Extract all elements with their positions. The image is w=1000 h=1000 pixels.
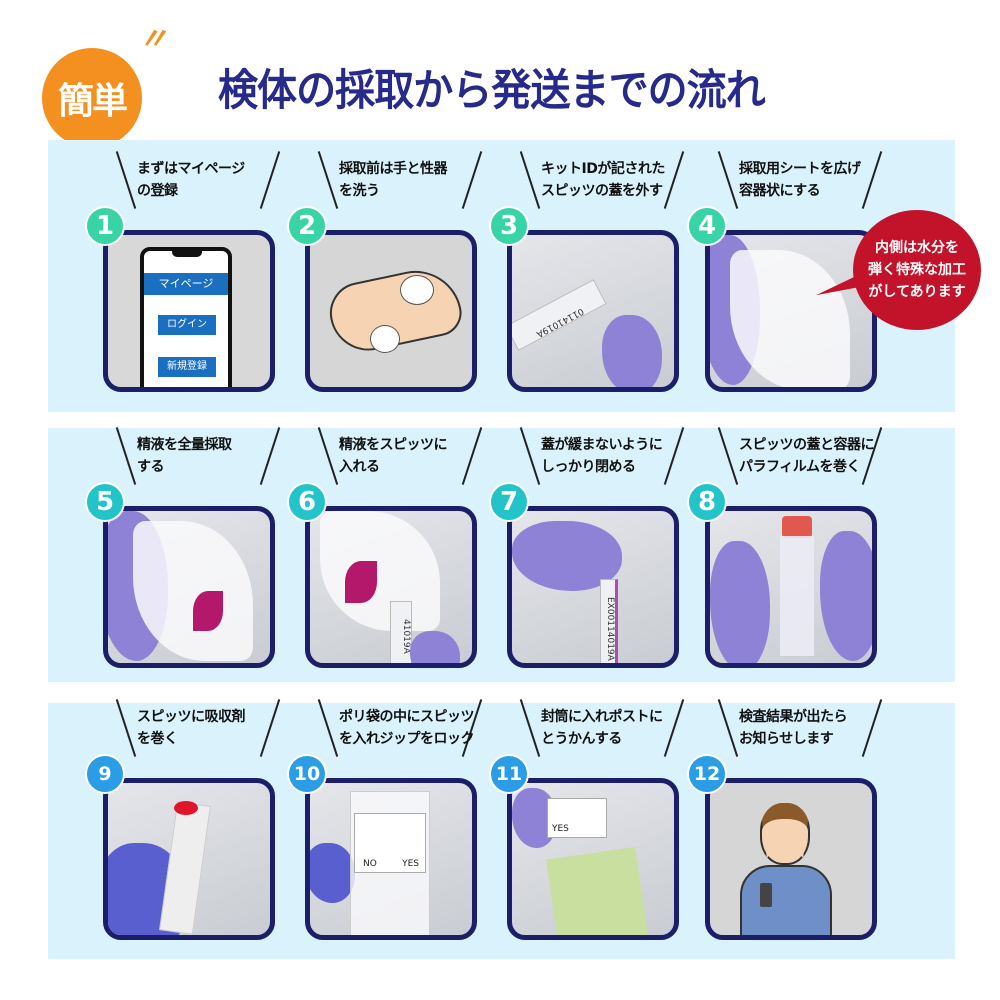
step-image [103,506,275,668]
step-caption: 封筒に入れポストにとうかんする [541,709,663,747]
login-button: ログイン [158,315,216,335]
step-caption: 精液をスピッツに入れる [339,437,448,475]
step-number: 9 [85,754,125,794]
step-caption: 採取前は手と性器を洗う [339,161,448,199]
step-image: マイページ ログイン 新規登録 [103,230,275,392]
step-caption: 精液を全量採取する [137,437,232,475]
steps-row-3: スピッツに吸収剤を巻く 9 ポリ袋の中にスピッツを入れジップをロック 10 NO… [48,699,955,959]
step-number: 7 [489,482,529,522]
header-badge: 簡単 [42,48,142,148]
step-number: 8 [687,482,727,522]
accent-ticks-icon: 〃 [138,22,168,57]
step-9: スピッツに吸収剤を巻く 9 [85,688,303,948]
step-caption: 採取用シートを広げ容器状にする [739,161,861,199]
step-number: 5 [85,482,125,522]
steps-row-1: まずはマイページの登録 1 マイページ ログイン 新規登録 採取前は手と性器を洗… [48,140,981,412]
step-number: 1 [85,206,125,246]
step-image [705,506,877,668]
step-number: 11 [489,754,529,794]
step-image: YES [507,778,679,940]
step-12: 検査結果が出たらお知らせします 12 [687,688,905,948]
step-caption: キットIDが記されたスピッツの蓋を外す [541,161,665,199]
step-image: 41019A [305,506,477,668]
step-image [103,778,275,940]
steps-row-2: 精液を全量採取する 5 精液をスピッツに入れる 6 41019A 蓋が緩まないよ… [48,427,955,682]
step-1: まずはマイページの登録 1 マイページ ログイン 新規登録 [85,140,303,400]
step-image [705,230,877,392]
step-caption: まずはマイページの登録 [137,161,245,199]
step-caption: スピッツの蓋と容器にパラフィルムを巻く [739,437,875,475]
step-number: 6 [287,482,327,522]
step-3: キットIDが記されたスピッツの蓋を外す 3 01141019A [489,140,707,400]
step-caption: ポリ袋の中にスピッツを入れジップをロック [339,709,475,747]
step-number: 12 [687,754,727,794]
step-number: 10 [287,754,327,794]
phone-mockup: マイページ ログイン 新規登録 [140,247,232,387]
step-image: EX00114019A [507,506,679,668]
step-image [305,230,477,392]
step-caption: スピッツに吸収剤を巻く [137,709,246,747]
page-title: 検体の採取から発送までの流れ [218,66,766,116]
step-number: 3 [489,206,529,246]
step-6: 精液をスピッツに入れる 6 41019A [287,416,505,676]
step-image [705,778,877,940]
step-caption: 検査結果が出たらお知らせします [739,709,848,747]
register-button: 新規登録 [158,357,216,377]
step-4: 採取用シートを広げ容器状にする 4 内側は水分を弾く特殊な加工がしてあります [687,140,981,400]
step-caption: 蓋が緩まないようにしっかり閉める [541,437,663,475]
step-2: 採取前は手と性器を洗う 2 [287,140,505,400]
step-number: 2 [287,206,327,246]
step-image: 01141019A [507,230,679,392]
step-11: 封筒に入れポストにとうかんする 11 YES [489,688,707,948]
step-5: 精液を全量採取する 5 [85,416,303,676]
step-8: スピッツの蓋と容器にパラフィルムを巻く 8 [687,416,905,676]
mypage-header: マイページ [144,273,228,295]
step-7: 蓋が緩まないようにしっかり閉める 7 EX00114019A [489,416,707,676]
step-number: 4 [687,206,727,246]
callout-bubble: 内側は水分を弾く特殊な加工がしてあります [853,210,981,330]
